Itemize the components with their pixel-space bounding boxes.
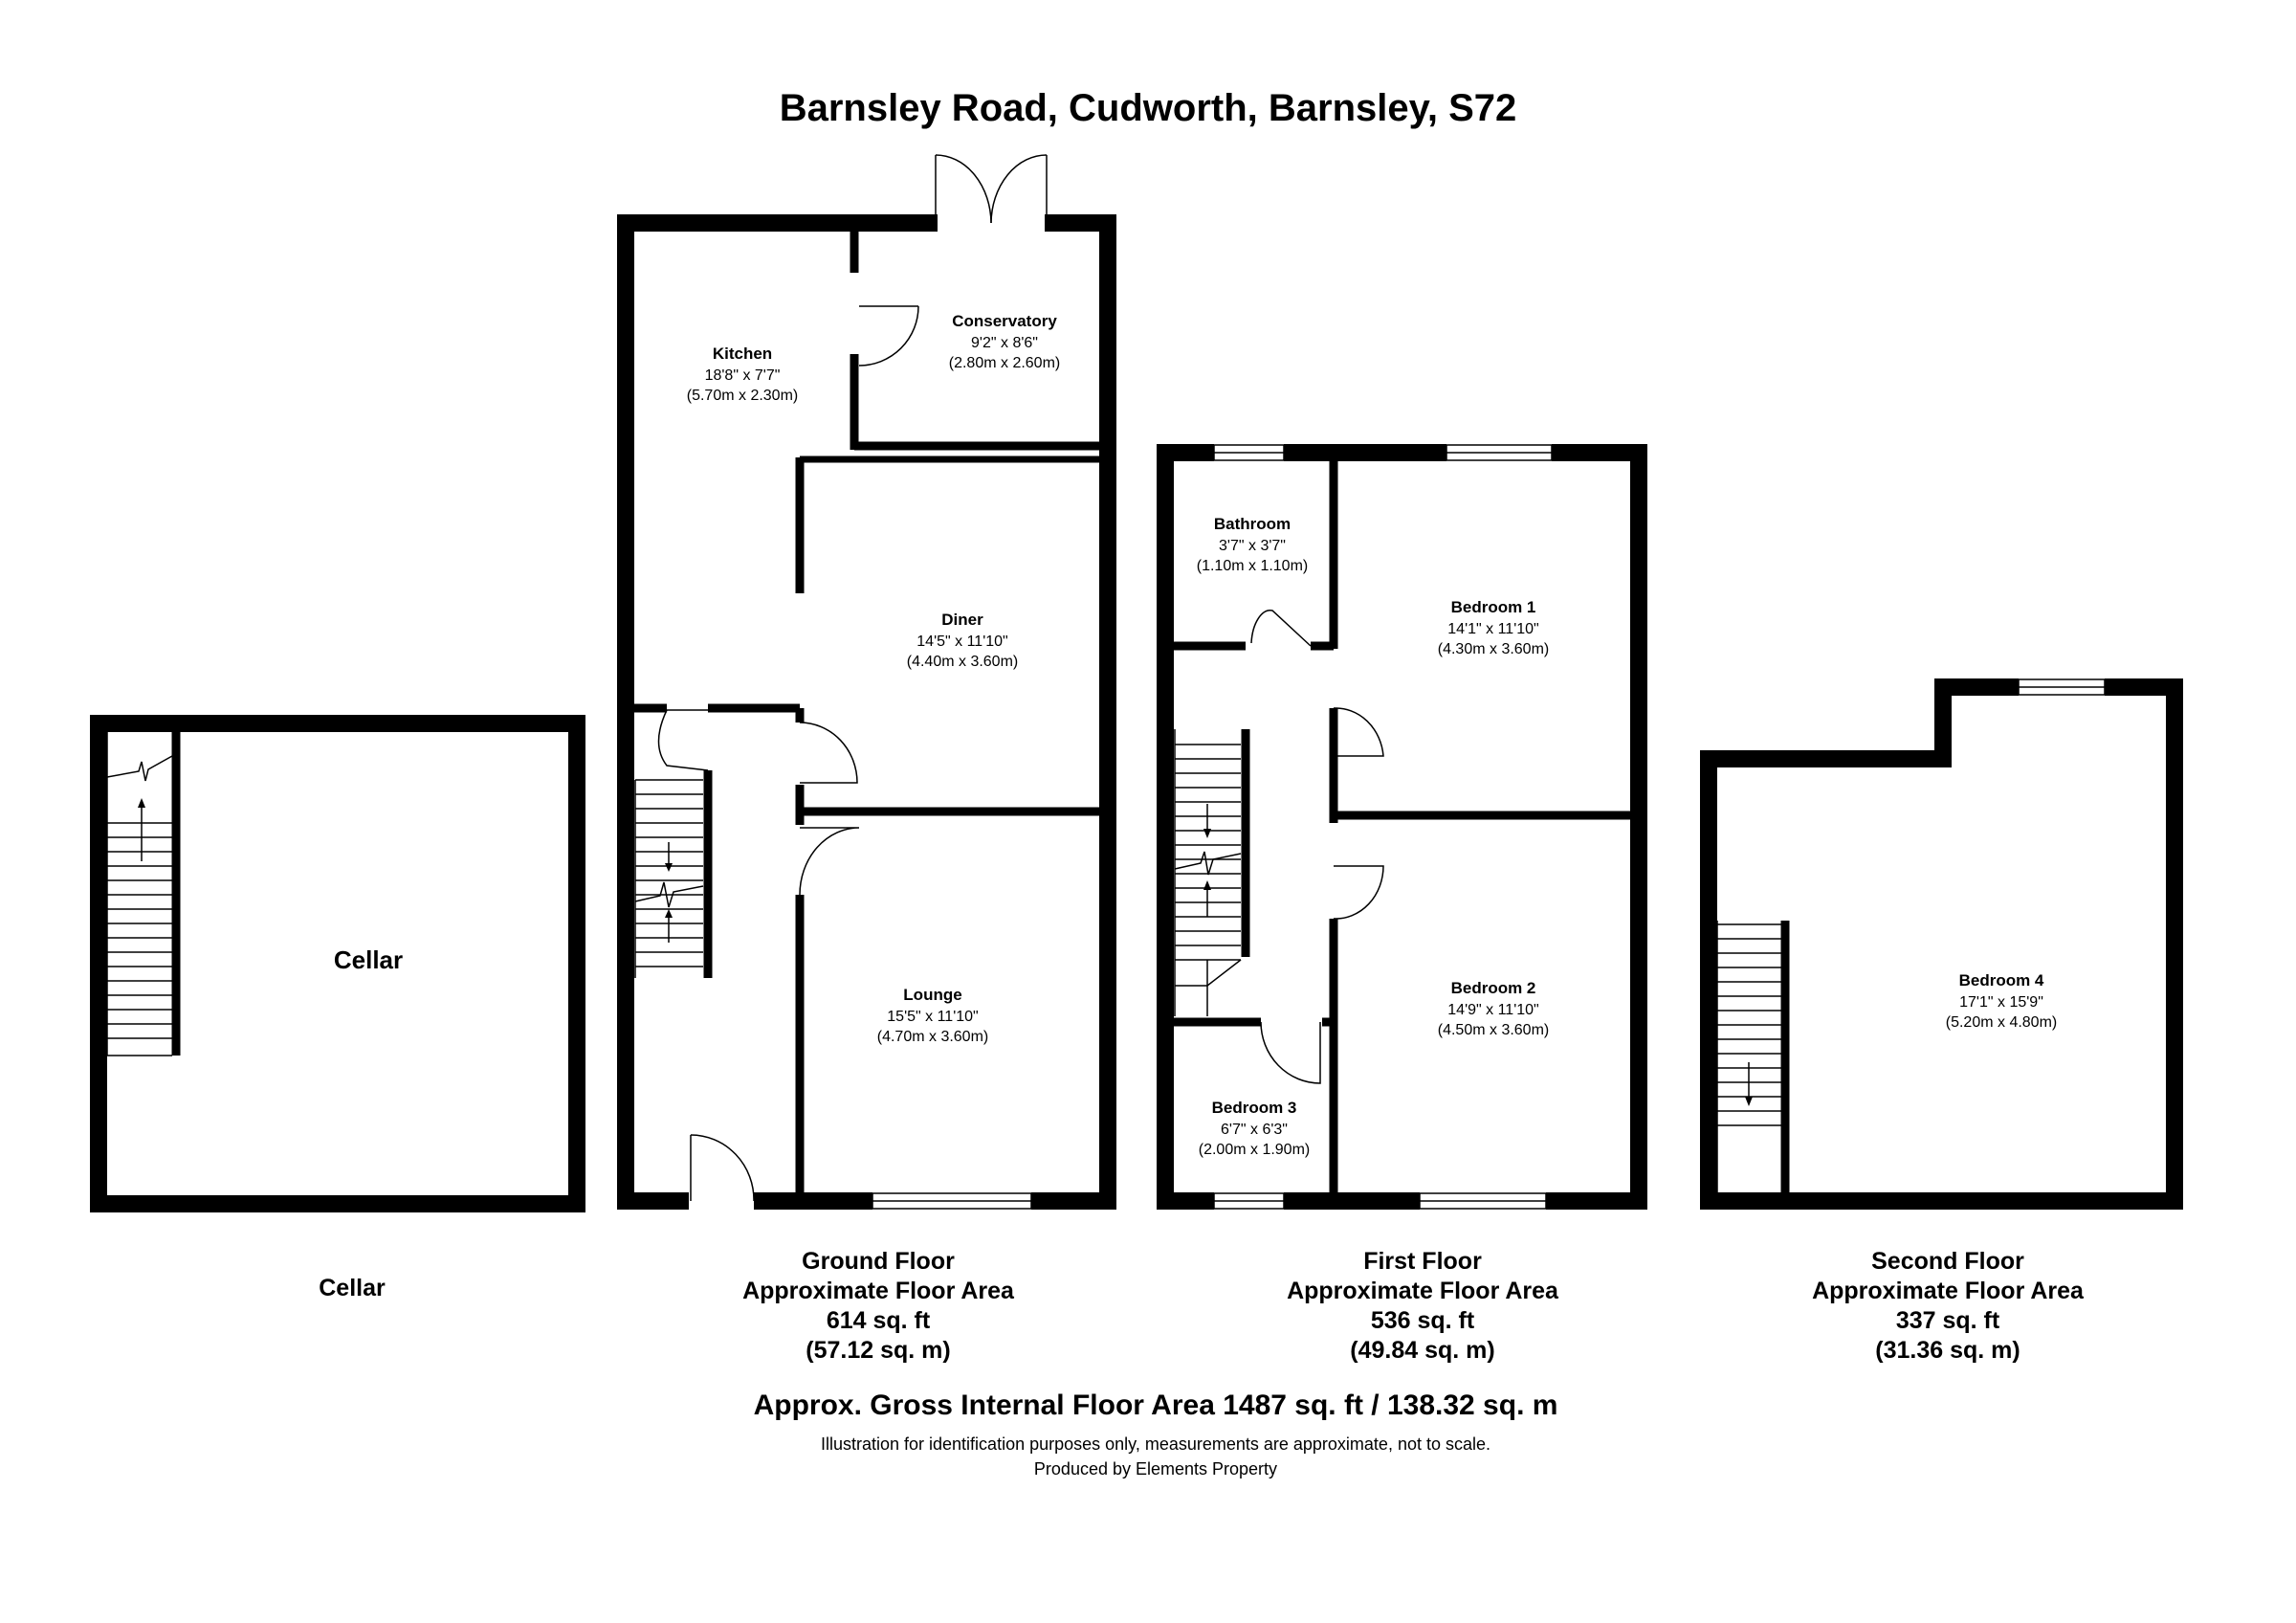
hall-lounge-door — [799, 827, 860, 896]
bedroom3-name: Bedroom 3 — [1212, 1099, 1297, 1117]
producer-credit: Produced by Elements Property — [1034, 1459, 1277, 1478]
lounge-imperial: 15'5" x 11'10" — [887, 1009, 978, 1025]
stairs-arrow-down — [665, 863, 673, 872]
first-floor-name: First Floor — [1363, 1248, 1482, 1275]
kitchen-imperial: 18'8" x 7'7" — [705, 367, 781, 384]
floor-area-labels: Cellar Ground Floor Approximate Floor Ar… — [319, 1248, 2085, 1364]
conservatory-french-doors — [935, 154, 1048, 224]
diner-metric: (4.40m x 3.60m) — [907, 654, 1018, 670]
cellar-floor-label: Cellar — [319, 1275, 386, 1301]
bedroom3-metric: (2.00m x 1.90m) — [1199, 1142, 1310, 1158]
ground-floor-sqft: 614 sq. ft — [827, 1307, 931, 1334]
bedroom3-imperial: 6'7" x 6'3" — [1221, 1122, 1288, 1138]
room-labels: Kitchen 18'8" x 7'7" (5.70m x 2.30m) Con… — [687, 312, 2057, 1158]
first-stairs-arrow-down — [1203, 829, 1211, 838]
bedroom4-window — [2018, 678, 2106, 696]
bedroom2-door — [1333, 865, 1384, 920]
bedroom1-name: Bedroom 1 — [1451, 598, 1536, 616]
bathroom-door — [1250, 610, 1312, 647]
diner-name: Diner — [941, 611, 983, 629]
first-internal-walls — [1165, 453, 1639, 1201]
ground-floor-area-label: Approximate Floor Area — [742, 1278, 1015, 1304]
front-door — [690, 1134, 755, 1202]
first-window-bathroom — [1213, 444, 1285, 461]
lounge-name: Lounge — [903, 986, 961, 1004]
ground-outer-walls — [617, 214, 1116, 1210]
disclaimer: Illustration for identification purposes… — [821, 1434, 1490, 1454]
first-floor-sqft: 536 sq. ft — [1371, 1307, 1475, 1334]
bedroom4-imperial: 17'1" x 15'9" — [1959, 994, 2043, 1011]
first-floor-plan — [1157, 444, 1647, 1210]
ground-floor-sqm: (57.12 sq. m) — [806, 1337, 950, 1364]
bedroom1-door — [1333, 707, 1384, 757]
first-stairs-arrow-up — [1203, 880, 1211, 890]
bathroom-name: Bathroom — [1214, 515, 1291, 533]
kitchen-conservatory-door — [858, 305, 919, 367]
second-floor-sqft: 337 sq. ft — [1896, 1307, 2000, 1334]
stairs-arrow-up — [665, 909, 673, 918]
lounge-window — [872, 1192, 1032, 1210]
second-floor-area-label: Approximate Floor Area — [1812, 1278, 2085, 1304]
conservatory-name: Conservatory — [952, 312, 1057, 330]
bathroom-imperial: 3'7" x 3'7" — [1219, 538, 1286, 554]
ground-internal-walls — [634, 223, 1108, 1201]
first-floor-sqm: (49.84 sq. m) — [1350, 1337, 1494, 1364]
second-outer-walls — [1700, 678, 2183, 1210]
bedroom4-name: Bedroom 4 — [1959, 971, 2044, 989]
bedroom1-imperial: 14'1" x 11'10" — [1447, 621, 1538, 637]
kitchen-metric: (5.70m x 2.30m) — [687, 388, 798, 404]
bedroom2-imperial: 14'9" x 11'10" — [1447, 1002, 1538, 1018]
first-window-bedroom1 — [1446, 444, 1553, 461]
bedroom2-name: Bedroom 2 — [1451, 979, 1536, 997]
bedroom2-metric: (4.50m x 3.60m) — [1438, 1022, 1549, 1038]
kitchen-name: Kitchen — [713, 345, 772, 363]
diner-imperial: 14'5" x 11'10" — [916, 634, 1007, 650]
bedroom3-door — [1260, 1021, 1321, 1084]
first-window-bedroom3 — [1213, 1192, 1285, 1210]
second-stairs-arrow — [1745, 1097, 1753, 1106]
bedroom4-metric: (5.20m x 4.80m) — [1946, 1014, 2057, 1031]
ground-stairs — [634, 779, 704, 978]
second-floor-name: Second Floor — [1871, 1248, 2024, 1275]
hall-diner-door — [799, 722, 858, 784]
cellar-walls — [90, 715, 585, 1212]
conservatory-metric: (2.80m x 2.60m) — [949, 355, 1060, 371]
ground-floor-name: Ground Floor — [802, 1248, 955, 1275]
first-stairs — [1174, 729, 1242, 1016]
understairs-door — [657, 709, 709, 771]
first-floor-area-label: Approximate Floor Area — [1287, 1278, 1559, 1304]
first-outer-walls — [1157, 444, 1647, 1210]
cellar-plan: Cellar — [90, 715, 585, 1212]
lounge-metric: (4.70m x 3.60m) — [877, 1029, 988, 1045]
conservatory-imperial: 9'2" x 8'6" — [971, 335, 1038, 351]
cellar-room-label: Cellar — [334, 945, 403, 974]
bathroom-metric: (1.10m x 1.10m) — [1197, 558, 1308, 574]
second-stairs — [1716, 921, 1790, 1192]
ground-floor-plan — [617, 154, 1116, 1210]
first-window-bedroom2 — [1419, 1192, 1547, 1210]
cellar-stairs — [106, 732, 181, 1056]
plan-title: Barnsley Road, Cudworth, Barnsley, S72 — [780, 87, 1517, 129]
gross-floor-area: Approx. Gross Internal Floor Area 1487 s… — [754, 1390, 1558, 1421]
second-floor-plan — [1700, 678, 2183, 1210]
bedroom1-metric: (4.30m x 3.60m) — [1438, 641, 1549, 657]
second-floor-sqm: (31.36 sq. m) — [1875, 1337, 2020, 1364]
